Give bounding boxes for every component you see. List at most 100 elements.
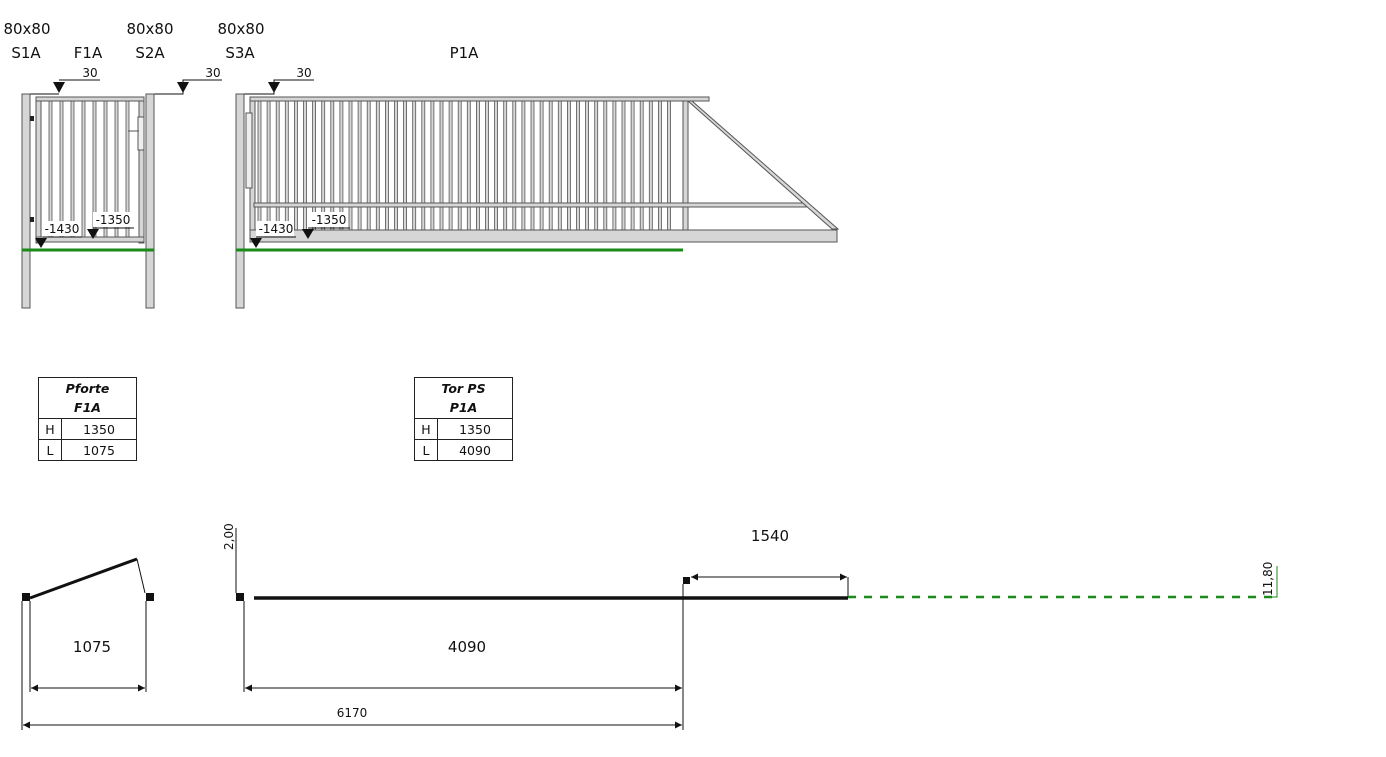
gate-bar <box>266 100 271 231</box>
gate-bar <box>375 100 380 231</box>
gate-leaf-plan <box>29 557 138 600</box>
gate-bar <box>475 100 480 231</box>
gate-bar <box>667 100 671 231</box>
level-mark-s3a: 30 <box>236 66 314 95</box>
svg-text:-1430: -1430 <box>45 222 80 236</box>
hinge-icon <box>30 217 34 222</box>
gate-bar <box>576 100 580 231</box>
lock-icon <box>137 116 145 151</box>
gate-bar <box>312 100 317 231</box>
gate-bar <box>384 100 389 231</box>
svg-text:-1430: -1430 <box>259 222 294 236</box>
gate-bar <box>357 100 362 231</box>
dim-gate-width-label: 1075 <box>73 638 111 656</box>
table-title: Tor PS <box>441 381 486 396</box>
gate-bar <box>448 100 453 231</box>
p1a-label: P1A <box>450 44 480 62</box>
guide-roller-icon <box>683 577 690 584</box>
gate-bar <box>293 100 298 231</box>
post-s1a <box>21 93 31 309</box>
gate-bar <box>284 100 289 231</box>
s2a-label: S2A <box>135 44 165 62</box>
gate-bar <box>530 100 535 231</box>
gate-bar <box>330 100 335 231</box>
svg-text:-1350: -1350 <box>96 213 131 227</box>
level-p1a-1350: -1350 <box>302 212 350 239</box>
dim-overall-label: 6170 <box>337 706 368 720</box>
s3a-label: S3A <box>225 44 255 62</box>
s1a-label: S1A <box>11 44 41 62</box>
dim-sliding-width-label: 4090 <box>448 638 486 656</box>
gate-bar <box>457 100 462 231</box>
gate-bar <box>494 100 499 231</box>
dim-counterweight-label: 1540 <box>751 527 789 545</box>
level-f1a-1350: -1350 <box>87 212 134 239</box>
gate-bar <box>59 100 64 238</box>
table-title: Pforte <box>65 381 110 396</box>
svg-text:30: 30 <box>82 66 97 80</box>
gate-bar <box>412 100 417 231</box>
slope-left-label: 2,00 <box>222 523 236 550</box>
gate-bar <box>658 100 662 231</box>
post-s3a-plan <box>236 593 244 601</box>
level-f1a-1430: -1430 <box>35 221 82 248</box>
s2a-size: 80x80 <box>126 20 173 38</box>
table-id: F1A <box>74 400 101 415</box>
gate-bar <box>603 100 608 231</box>
svg-text:30: 30 <box>205 66 220 80</box>
gate-bar <box>539 100 544 231</box>
s1a-size: 80x80 <box>3 20 50 38</box>
gate-bar <box>567 100 571 231</box>
hinge-icon <box>30 116 34 121</box>
gate-bar <box>548 100 553 231</box>
level-mark-s2a: 30 <box>154 66 222 95</box>
post-s3a <box>235 93 245 309</box>
plan-view: 2,00 1075 4090 6170 1540 11,80 <box>21 523 1278 730</box>
gate-bar <box>394 100 398 231</box>
gate-bar <box>485 100 489 231</box>
gate-bar <box>348 100 353 231</box>
gate-bar <box>621 100 626 231</box>
gate-bar <box>366 100 371 231</box>
gate-bar <box>521 100 526 231</box>
slope-right-label: 11,80 <box>1261 562 1275 596</box>
gate-bar <box>630 100 635 231</box>
gate-bar <box>466 100 471 231</box>
handle-icon <box>245 112 253 189</box>
gate-bar <box>403 100 408 231</box>
gate-bar <box>339 100 344 231</box>
post-s1a-plan <box>22 593 30 601</box>
post-s2a <box>145 93 155 309</box>
gate-bar <box>594 100 599 231</box>
gate-bar <box>81 100 86 238</box>
gate-bar <box>70 100 75 238</box>
gate-bar <box>321 100 326 231</box>
gate-bar <box>503 100 508 231</box>
gate-bar <box>648 100 653 231</box>
gate-p1a <box>245 96 840 243</box>
s3a-size: 80x80 <box>217 20 264 38</box>
gate-bar <box>303 100 307 231</box>
table-id: P1A <box>449 400 478 415</box>
svg-text:-1350: -1350 <box>312 213 347 227</box>
gate-bar <box>512 100 517 231</box>
level-p1a-1430: -1430 <box>250 221 296 248</box>
gate-bar <box>48 100 53 238</box>
post-s2a-plan <box>146 593 154 601</box>
level-mark-s1a: 30 <box>22 66 100 95</box>
gate-bar <box>439 100 444 231</box>
gate-bar <box>275 100 280 231</box>
gate-bar <box>421 100 426 231</box>
gate-bar <box>257 100 262 231</box>
gate-bar <box>557 100 562 231</box>
gate-bar <box>430 100 435 231</box>
gate-bar <box>639 100 644 231</box>
f1a-label: F1A <box>74 44 103 62</box>
